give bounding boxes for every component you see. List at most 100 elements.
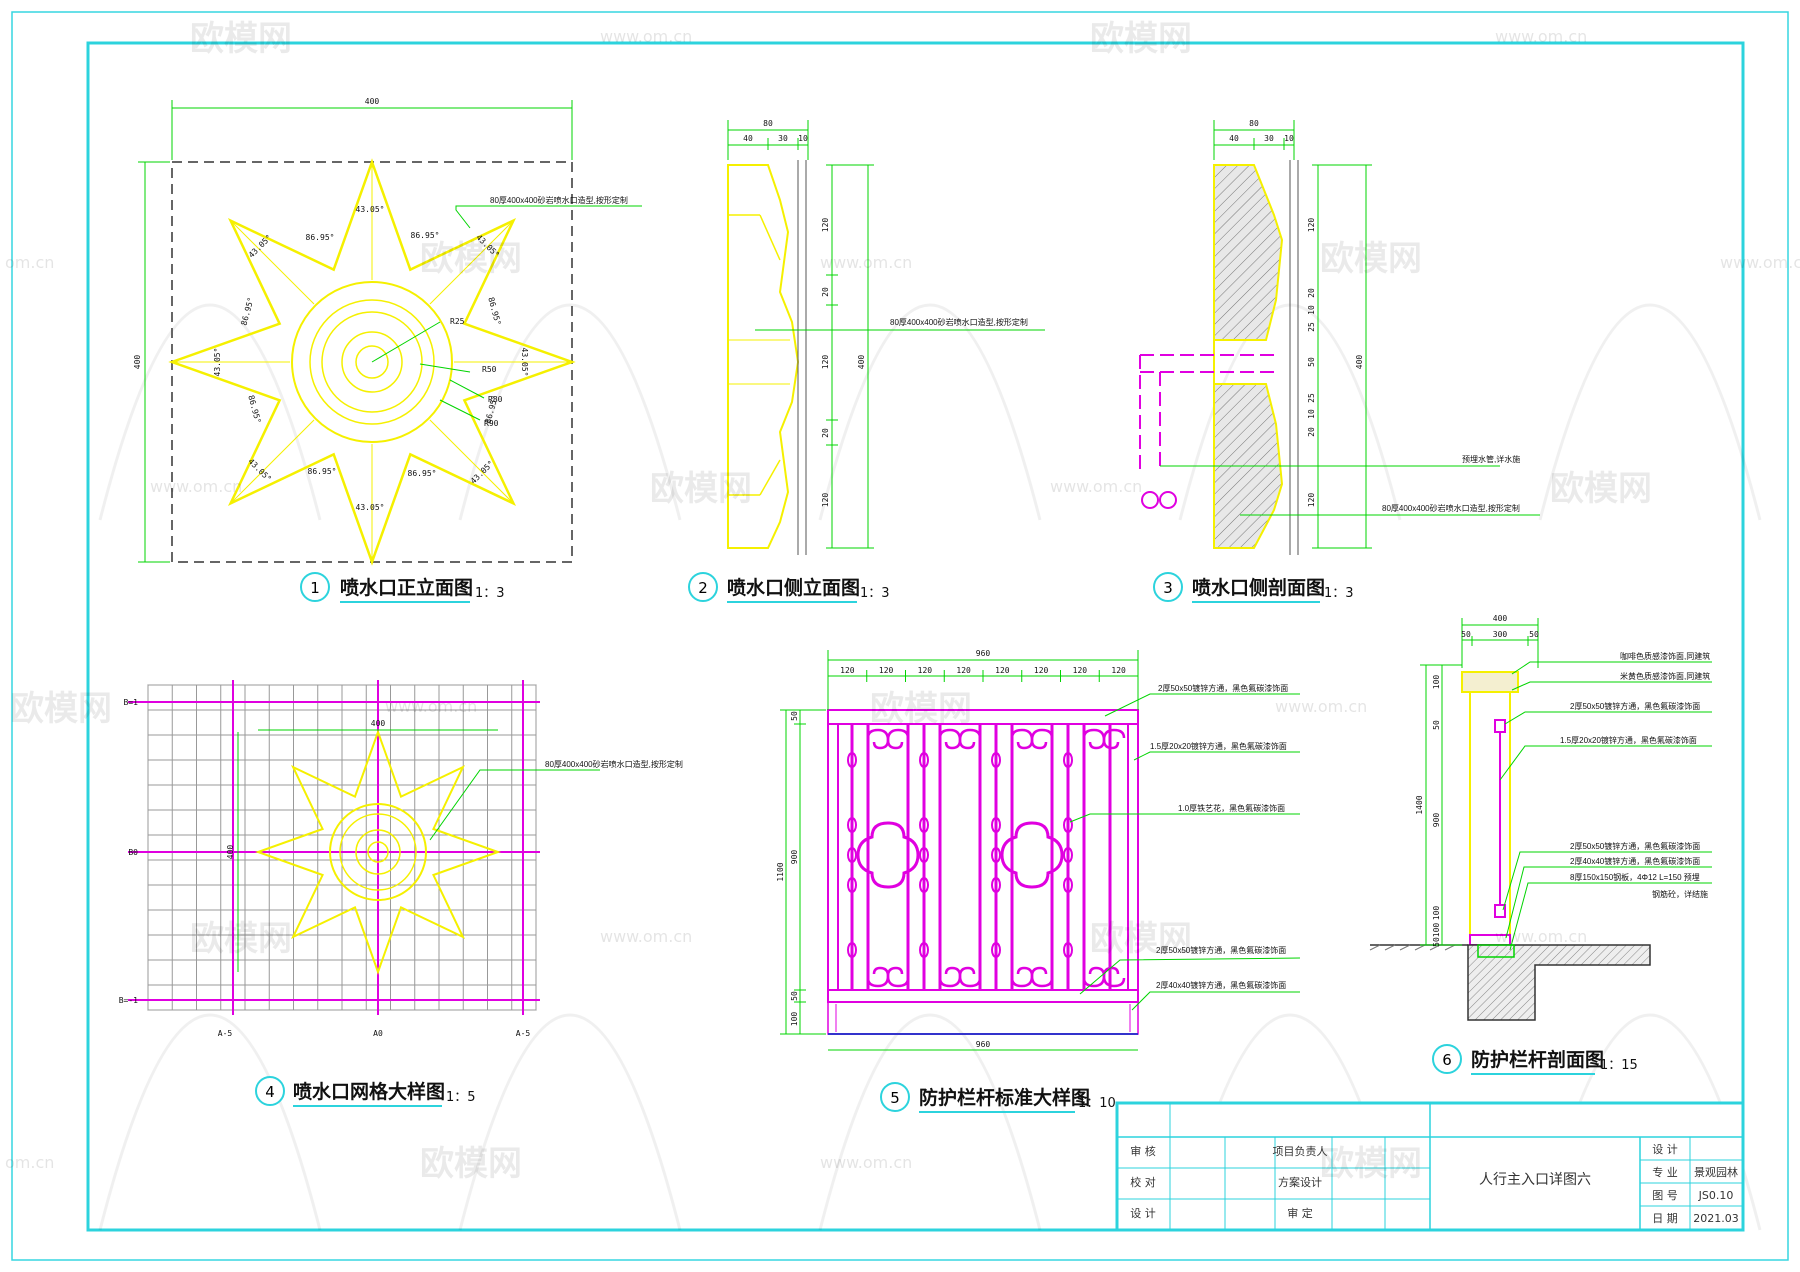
- row-label-b0: B0: [128, 848, 138, 857]
- scroll-ornament: [1102, 966, 1126, 988]
- view6-note-5: 2厚50x50镀锌方通，黑色氟碳漆饰面: [1570, 841, 1700, 851]
- dim-120: 120: [995, 666, 1010, 675]
- dim-25: 25: [1307, 322, 1316, 332]
- view3-note-pipe: 预埋水管,详水施: [1462, 454, 1520, 464]
- view-title-text: 喷水口侧立面图: [727, 576, 860, 599]
- scroll-ornament: [958, 728, 982, 750]
- bottom-rail: [827, 989, 1139, 1003]
- view5-note-4: 2厚50x50镀锌方通，黑色氟碳漆饰面: [1156, 945, 1286, 955]
- bar-knuckle: [1063, 847, 1073, 863]
- tb-r-label-number: 图 号: [1652, 1189, 1678, 1202]
- watermark-brand: 欧模网: [420, 1144, 522, 1184]
- bar-knuckle: [1063, 817, 1073, 833]
- star-ray: [429, 419, 514, 504]
- dim-120: 120: [821, 355, 830, 370]
- tb-r-label-major: 专 业: [1652, 1165, 1678, 1179]
- dim-20: 20: [821, 287, 830, 297]
- tb-r-value-date: 2021.03: [1693, 1212, 1739, 1225]
- watermark-brand: 欧模网: [1550, 469, 1652, 509]
- watermark-url: www.om.cn: [1720, 253, 1800, 272]
- scroll-ornament: [1010, 728, 1034, 750]
- dim-100: 100: [1432, 675, 1441, 690]
- dim-50: 50: [1432, 937, 1441, 947]
- view6-note-8: 钢筋砼，详结施: [1652, 889, 1708, 899]
- scroll-ornament: [938, 728, 962, 750]
- dim-50: 50: [1432, 720, 1441, 730]
- scroll-ornament: [938, 966, 962, 988]
- dim-400: 400: [1355, 355, 1364, 370]
- tb-label-scheme: 方案设计: [1278, 1175, 1322, 1189]
- tb-label-pm: 项目负责人: [1273, 1144, 1328, 1158]
- dim-120: 120: [1307, 493, 1316, 508]
- bar-knuckle: [847, 942, 857, 958]
- scroll-ornament: [866, 728, 890, 750]
- view-number: 6: [1442, 1051, 1452, 1069]
- dim-120: 120: [821, 493, 830, 508]
- dim-400: 400: [226, 845, 235, 860]
- view-title-text: 喷水口网格大样图: [293, 1080, 445, 1103]
- watermark-brand: 欧模网: [190, 919, 292, 959]
- watermark-url: www.om.cn: [820, 1153, 912, 1172]
- bar-knuckle: [991, 942, 1001, 958]
- angle-label-valley: 86.95°: [306, 233, 335, 242]
- scroll-ornament: [1082, 728, 1106, 750]
- col-label-a-right: A-5: [516, 1029, 531, 1038]
- bar-knuckle: [1063, 877, 1073, 893]
- angle-label-tip: 43.05°: [520, 348, 529, 377]
- bar-knuckle: [1063, 752, 1073, 768]
- dim-400: 400: [371, 719, 386, 728]
- scroll-ornament: [1030, 966, 1054, 988]
- bar-knuckle: [919, 817, 929, 833]
- view-title-1: 1 喷水口正立面图 1：3: [300, 572, 505, 603]
- dim-120: 120: [1073, 666, 1088, 675]
- watermark-url: www.om.cn: [820, 253, 912, 272]
- view6-note-1: 咖啡色质感漆饰面,同建筑: [1620, 651, 1710, 661]
- circle-r80: [291, 281, 453, 443]
- view-title-text: 防护栏杆剖面图: [1471, 1048, 1604, 1071]
- view6-note-4: 1.5厚20x20镀锌方通，黑色氟碳漆饰面: [1560, 735, 1697, 745]
- watermark-brand: 欧模网: [1320, 1144, 1422, 1184]
- star-ray: [429, 220, 514, 305]
- view-titles: 1 喷水口正立面图 1：3 2 喷水口侧立面图 1：3 3 喷水口侧剖面图 1：…: [255, 572, 1638, 1113]
- star-ray: [230, 220, 315, 305]
- grid-star: [255, 729, 501, 975]
- watermark-brand: 欧模网: [10, 689, 112, 729]
- dim-30: 30: [1264, 134, 1274, 143]
- view6-railing-section: 400 50 300 50 100 50 900 100 100 50 1400…: [1369, 614, 1712, 1021]
- view4-grid-detail: 400 400 80厚400x400砂岩喷水口造型,按形定制 B=1 B0 B=…: [119, 680, 683, 1038]
- watermark-url: www.om.cn: [600, 927, 692, 946]
- view-number: 3: [1163, 579, 1173, 597]
- bar-knuckle: [991, 877, 1001, 893]
- dim-100: 100: [790, 1012, 799, 1027]
- tb-r-label-design: 设 计: [1652, 1143, 1678, 1156]
- view-title-text: 防护栏杆标准大样图: [919, 1086, 1090, 1109]
- view6-note-6: 2厚40x40镀锌方通，黑色氟碳漆饰面: [1570, 856, 1700, 866]
- tb-label-check: 校 对: [1130, 1175, 1156, 1189]
- radius-r25: R25: [450, 317, 465, 326]
- dim-40: 40: [1229, 134, 1239, 143]
- watermark-brand: 欧模网: [1090, 919, 1192, 959]
- dim-30: 30: [778, 134, 788, 143]
- view5-note-2: 1.5厚20x20镀锌方通，黑色氟碳漆饰面: [1150, 741, 1287, 751]
- bar-knuckle: [847, 847, 857, 863]
- scroll-ornament: [1082, 966, 1106, 988]
- radius-r80: R80: [488, 395, 503, 404]
- view-title-3: 3 喷水口侧剖面图 1：3: [1153, 572, 1354, 603]
- tb-r-value-major: 景观园林: [1694, 1165, 1738, 1179]
- bar-knuckle: [919, 847, 929, 863]
- watermark-brand: 欧模网: [1320, 239, 1422, 279]
- scroll-ornament: [886, 728, 910, 750]
- tb-label-approve: 审 定: [1287, 1206, 1313, 1220]
- dim-1100: 1100: [776, 862, 785, 881]
- grid-lines: [147, 684, 537, 1011]
- circle-r16: [355, 345, 389, 379]
- watermark-url: www.om.cn: [600, 27, 692, 46]
- angle-label-valley: 86.95°: [408, 469, 437, 478]
- angle-label-tip: 43.05°: [356, 205, 385, 214]
- view-title-5: 5 防护栏杆标准大样图 1：10: [880, 1082, 1116, 1113]
- star-ray: [230, 419, 315, 504]
- bar-knuckle: [847, 817, 857, 833]
- dim-900: 900: [1432, 813, 1441, 828]
